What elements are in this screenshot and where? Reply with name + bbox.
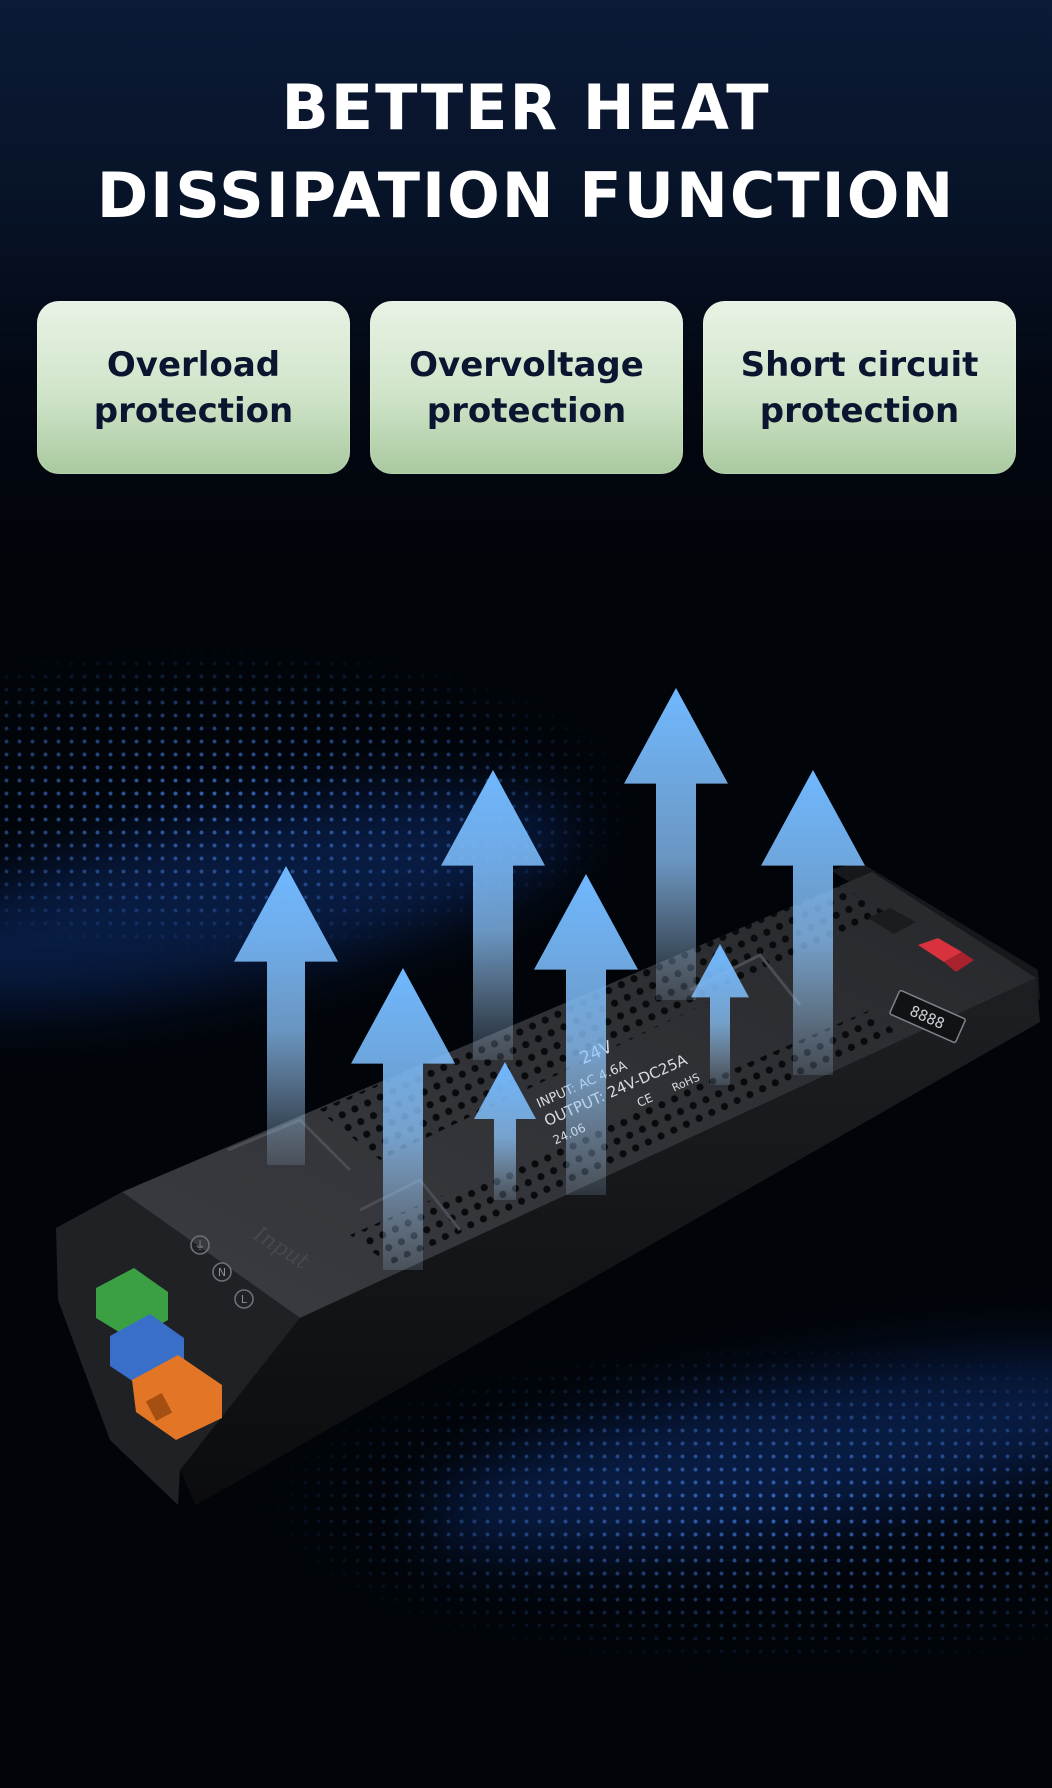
terminal-mark: N — [218, 1266, 226, 1279]
housing-front-wall — [180, 978, 1040, 1505]
feature-badges: Overload protection Overvoltage protecti… — [37, 301, 1016, 474]
terminal-slot — [145, 1393, 173, 1421]
cert-mark: CE — [635, 1091, 655, 1110]
heat-arrow-icon — [761, 770, 865, 1075]
heat-arrow-icon — [351, 968, 455, 1270]
feature-badge-short-circuit: Short circuit protection — [703, 301, 1016, 474]
feature-label: protection — [759, 390, 960, 431]
heat-arrow-icon — [624, 688, 728, 1000]
terminal-dark — [868, 908, 916, 934]
terminal-red — [944, 952, 974, 972]
title-line: BETTER HEAT — [281, 71, 771, 144]
heat-arrow-icon — [474, 1062, 536, 1200]
feature-label: protection — [93, 390, 294, 431]
display-frame — [889, 989, 966, 1044]
heat-arrow-icon — [441, 770, 545, 1060]
feature-badge-overload: Overload protection — [37, 301, 350, 474]
terminal-mark: ⏚ — [195, 1239, 206, 1252]
heat-arrows — [234, 688, 865, 1270]
terminal-mark-circle — [234, 1289, 254, 1309]
feature-label: protection — [426, 390, 627, 431]
feature-badge-overvoltage: Overvoltage protection — [370, 301, 683, 474]
feature-label: Overvoltage — [409, 344, 644, 385]
terminal-mark-circle — [212, 1262, 232, 1282]
output-terminals: 8888 — [868, 908, 974, 1044]
heat-arrow-icon — [234, 866, 338, 1165]
heat-arrow-icon — [534, 874, 638, 1195]
terminal-orange — [132, 1355, 222, 1440]
terminal-red — [918, 938, 962, 962]
ground-symbol-icon — [190, 1235, 210, 1255]
page-title: BETTER HEAT DISSIPATION FUNCTION — [0, 64, 1052, 240]
heat-arrow-icon — [691, 944, 749, 1085]
terminal-marks — [190, 1235, 254, 1309]
feature-label: Overload — [106, 344, 281, 385]
terminal-mark-text: ⏚ N L — [195, 1239, 248, 1306]
title-line: DISSIPATION FUNCTION — [96, 159, 956, 232]
wire-terminals — [96, 1268, 222, 1440]
terminal-mark: L — [241, 1293, 248, 1306]
feature-label: Short circuit — [740, 344, 979, 385]
vent-holes — [350, 1010, 900, 1265]
